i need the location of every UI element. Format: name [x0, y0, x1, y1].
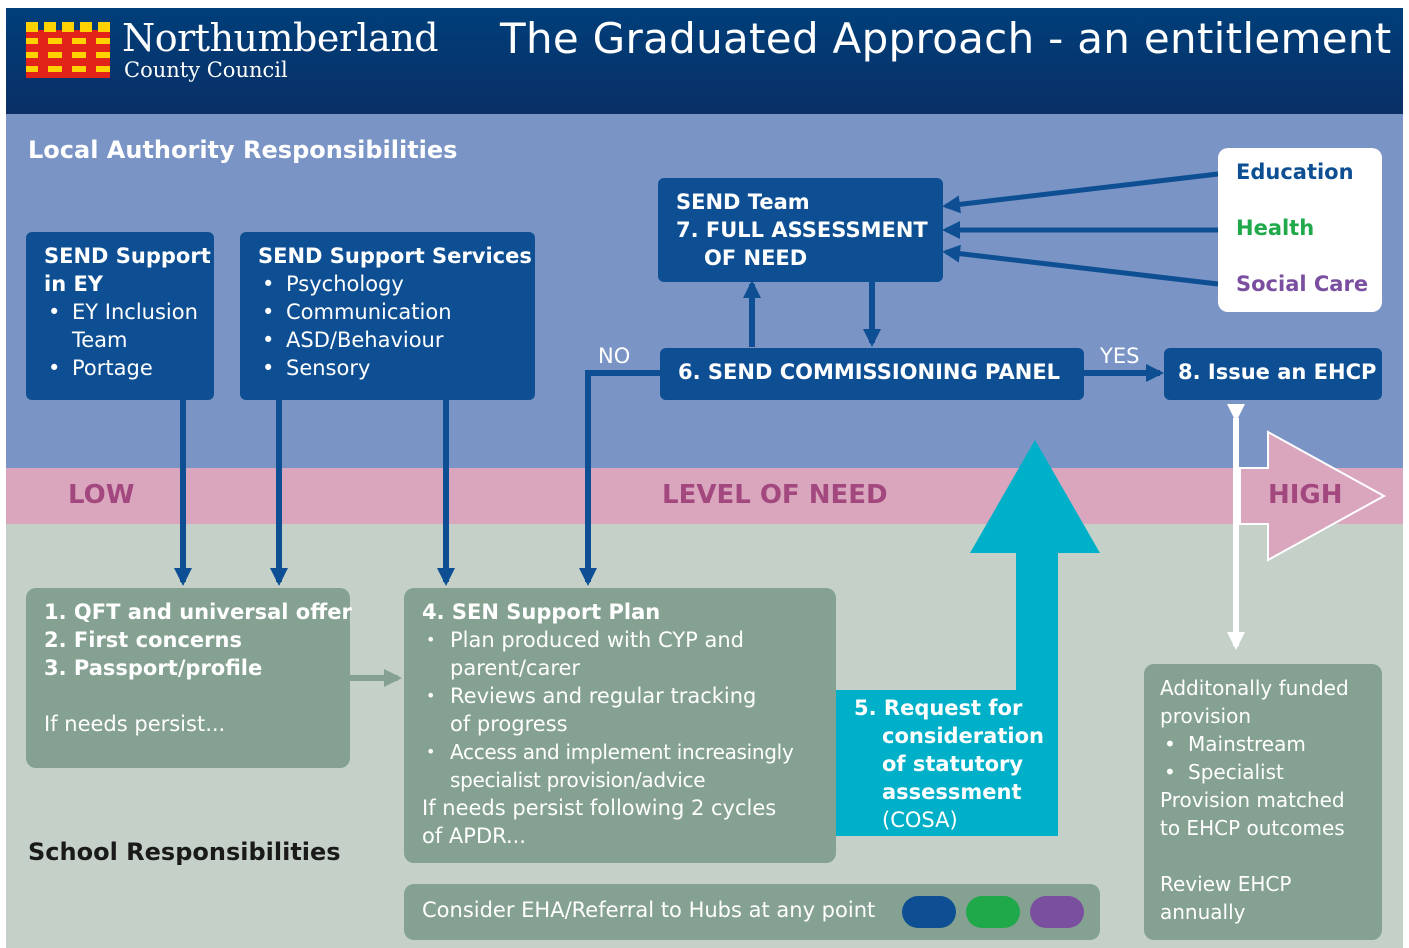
send-services-item: Psychology: [258, 270, 535, 298]
additional-provision-box: Additonally funded provision Mainstream …: [1144, 664, 1382, 940]
qft-line-1: 1. QFT and universal offer: [44, 600, 352, 624]
eha-referral-bar: Consider EHA/Referral to Hubs at any poi…: [404, 884, 1100, 940]
partner-social-care: Social Care: [1236, 272, 1369, 296]
additional-line-4: to EHCP outcomes: [1160, 816, 1345, 840]
send-ey-list: EY Inclusion Team Portage: [44, 298, 214, 382]
org-subname: County Council: [124, 58, 288, 82]
additional-line-5: Review EHCP: [1160, 872, 1292, 896]
send-services-title: SEND Support Services: [258, 244, 532, 268]
partners-box: Education Health Social Care: [1218, 148, 1382, 312]
sen-support-plan-box: 4. SEN Support Plan Plan produced with C…: [404, 588, 836, 863]
sen-plan-item-text: of progress: [450, 712, 568, 736]
partner-health: Health: [1236, 216, 1315, 240]
cosa-text: 5. Request for consideration of statutor…: [846, 694, 1046, 834]
org-name: Northumberland: [122, 16, 439, 60]
assessment-line-2: 7. FULL ASSESSMENT: [676, 218, 928, 242]
cosa-line-4: assessment: [882, 780, 1022, 804]
arrow-socialcare-to-assessment: [942, 244, 1219, 287]
cosa-line-2: consideration: [882, 724, 1044, 748]
level-of-need-band: [6, 468, 1403, 524]
arrow-no-to-plan: [579, 370, 660, 586]
local-authority-band: [6, 114, 1403, 468]
sen-plan-item-text: Plan produced with CYP and: [450, 628, 745, 652]
sen-plan-item: Plan produced with CYP and parent/carer: [422, 626, 836, 682]
qft-note: If needs persist...: [44, 712, 226, 736]
qft-line-2: 2. First concerns: [44, 628, 242, 652]
school-section-title: School Responsibilities: [28, 838, 341, 866]
additional-line-6: annually: [1160, 900, 1246, 924]
sen-plan-item-text: parent/carer: [450, 656, 581, 680]
send-ey-title-2: in EY: [44, 272, 104, 296]
eha-label: Consider EHA/Referral to Hubs at any poi…: [422, 898, 876, 922]
header-bar: [6, 8, 1403, 114]
send-support-ey-box: SEND Support in EY EY Inclusion Team Por…: [26, 232, 214, 400]
partner-education: Education: [1236, 160, 1354, 184]
education-pill: [902, 896, 956, 928]
send-ey-title-1: SEND Support: [44, 244, 211, 268]
send-services-item: Communication: [258, 298, 535, 326]
send-services-item: ASD/Behaviour: [258, 326, 535, 354]
no-label: NO: [598, 344, 631, 368]
sen-plan-item-text: specialist provision/advice: [450, 768, 706, 792]
qft-box: 1. QFT and universal offer 2. First conc…: [26, 588, 352, 768]
commissioning-panel-box: 6. SEND COMMISSIONING PANEL: [660, 348, 1084, 400]
additional-list: Mainstream Specialist: [1160, 730, 1382, 786]
sen-plan-title: 4. SEN Support Plan: [422, 600, 661, 624]
la-section-title: Local Authority Responsibilities: [28, 136, 458, 164]
full-assessment-box: SEND Team 7. FULL ASSESSMENT OF NEED: [658, 178, 943, 282]
additional-line-1: Additonally funded: [1160, 676, 1349, 700]
panel-label: 6. SEND COMMISSIONING PANEL: [678, 360, 1061, 384]
cosa-up-arrow: [836, 440, 1100, 836]
send-services-item: Sensory: [258, 354, 535, 382]
additional-line-3: Provision matched: [1160, 788, 1345, 812]
send-ey-item: Team: [72, 328, 128, 352]
yes-label: YES: [1100, 344, 1140, 368]
assessment-line-1: SEND Team: [676, 190, 810, 214]
qft-line-3: 3. Passport/profile: [44, 656, 263, 680]
sen-plan-list: Plan produced with CYP and parent/carer R…: [422, 626, 836, 794]
sen-plan-item-text: Reviews and regular tracking: [450, 684, 757, 708]
additional-line-2: provision: [1160, 704, 1251, 728]
social-care-pill: [1030, 896, 1084, 928]
ehcp-label: 8. Issue an EHCP: [1178, 360, 1377, 384]
additional-item: Specialist: [1160, 758, 1382, 786]
level-high-label: HIGH: [1268, 480, 1343, 510]
cosa-line-1: 5. Request for: [854, 696, 1023, 720]
additional-item: Mainstream: [1160, 730, 1382, 758]
sen-plan-note-2: of APDR...: [422, 824, 526, 848]
sen-plan-note-1: If needs persist following 2 cycles: [422, 796, 777, 820]
send-ey-item: Portage: [44, 354, 214, 382]
page-title: The Graduated Approach - an entitlement: [500, 14, 1392, 63]
health-pill: [966, 896, 1020, 928]
issue-ehcp-box: 8. Issue an EHCP: [1164, 348, 1382, 400]
send-ey-item: EY Inclusion: [44, 298, 214, 326]
sen-plan-item-text: Access and implement increasingly: [450, 740, 794, 764]
sen-plan-item: Access and implement increasingly special…: [422, 738, 836, 794]
send-support-services-box: SEND Support Services Psychology Communi…: [240, 232, 535, 400]
cosa-line-3: of statutory: [882, 752, 1024, 776]
send-services-list: Psychology Communication ASD/Behaviour S…: [258, 270, 535, 382]
level-low-label: LOW: [68, 480, 135, 510]
council-logo-icon: [26, 22, 110, 78]
assessment-line-3: OF NEED: [704, 246, 808, 270]
cosa-line-5: (COSA): [882, 808, 958, 832]
level-of-need-label: LEVEL OF NEED: [662, 480, 888, 510]
sen-plan-item: Reviews and regular tracking of progress: [422, 682, 836, 738]
arrow-education-to-assessment: [942, 171, 1219, 214]
